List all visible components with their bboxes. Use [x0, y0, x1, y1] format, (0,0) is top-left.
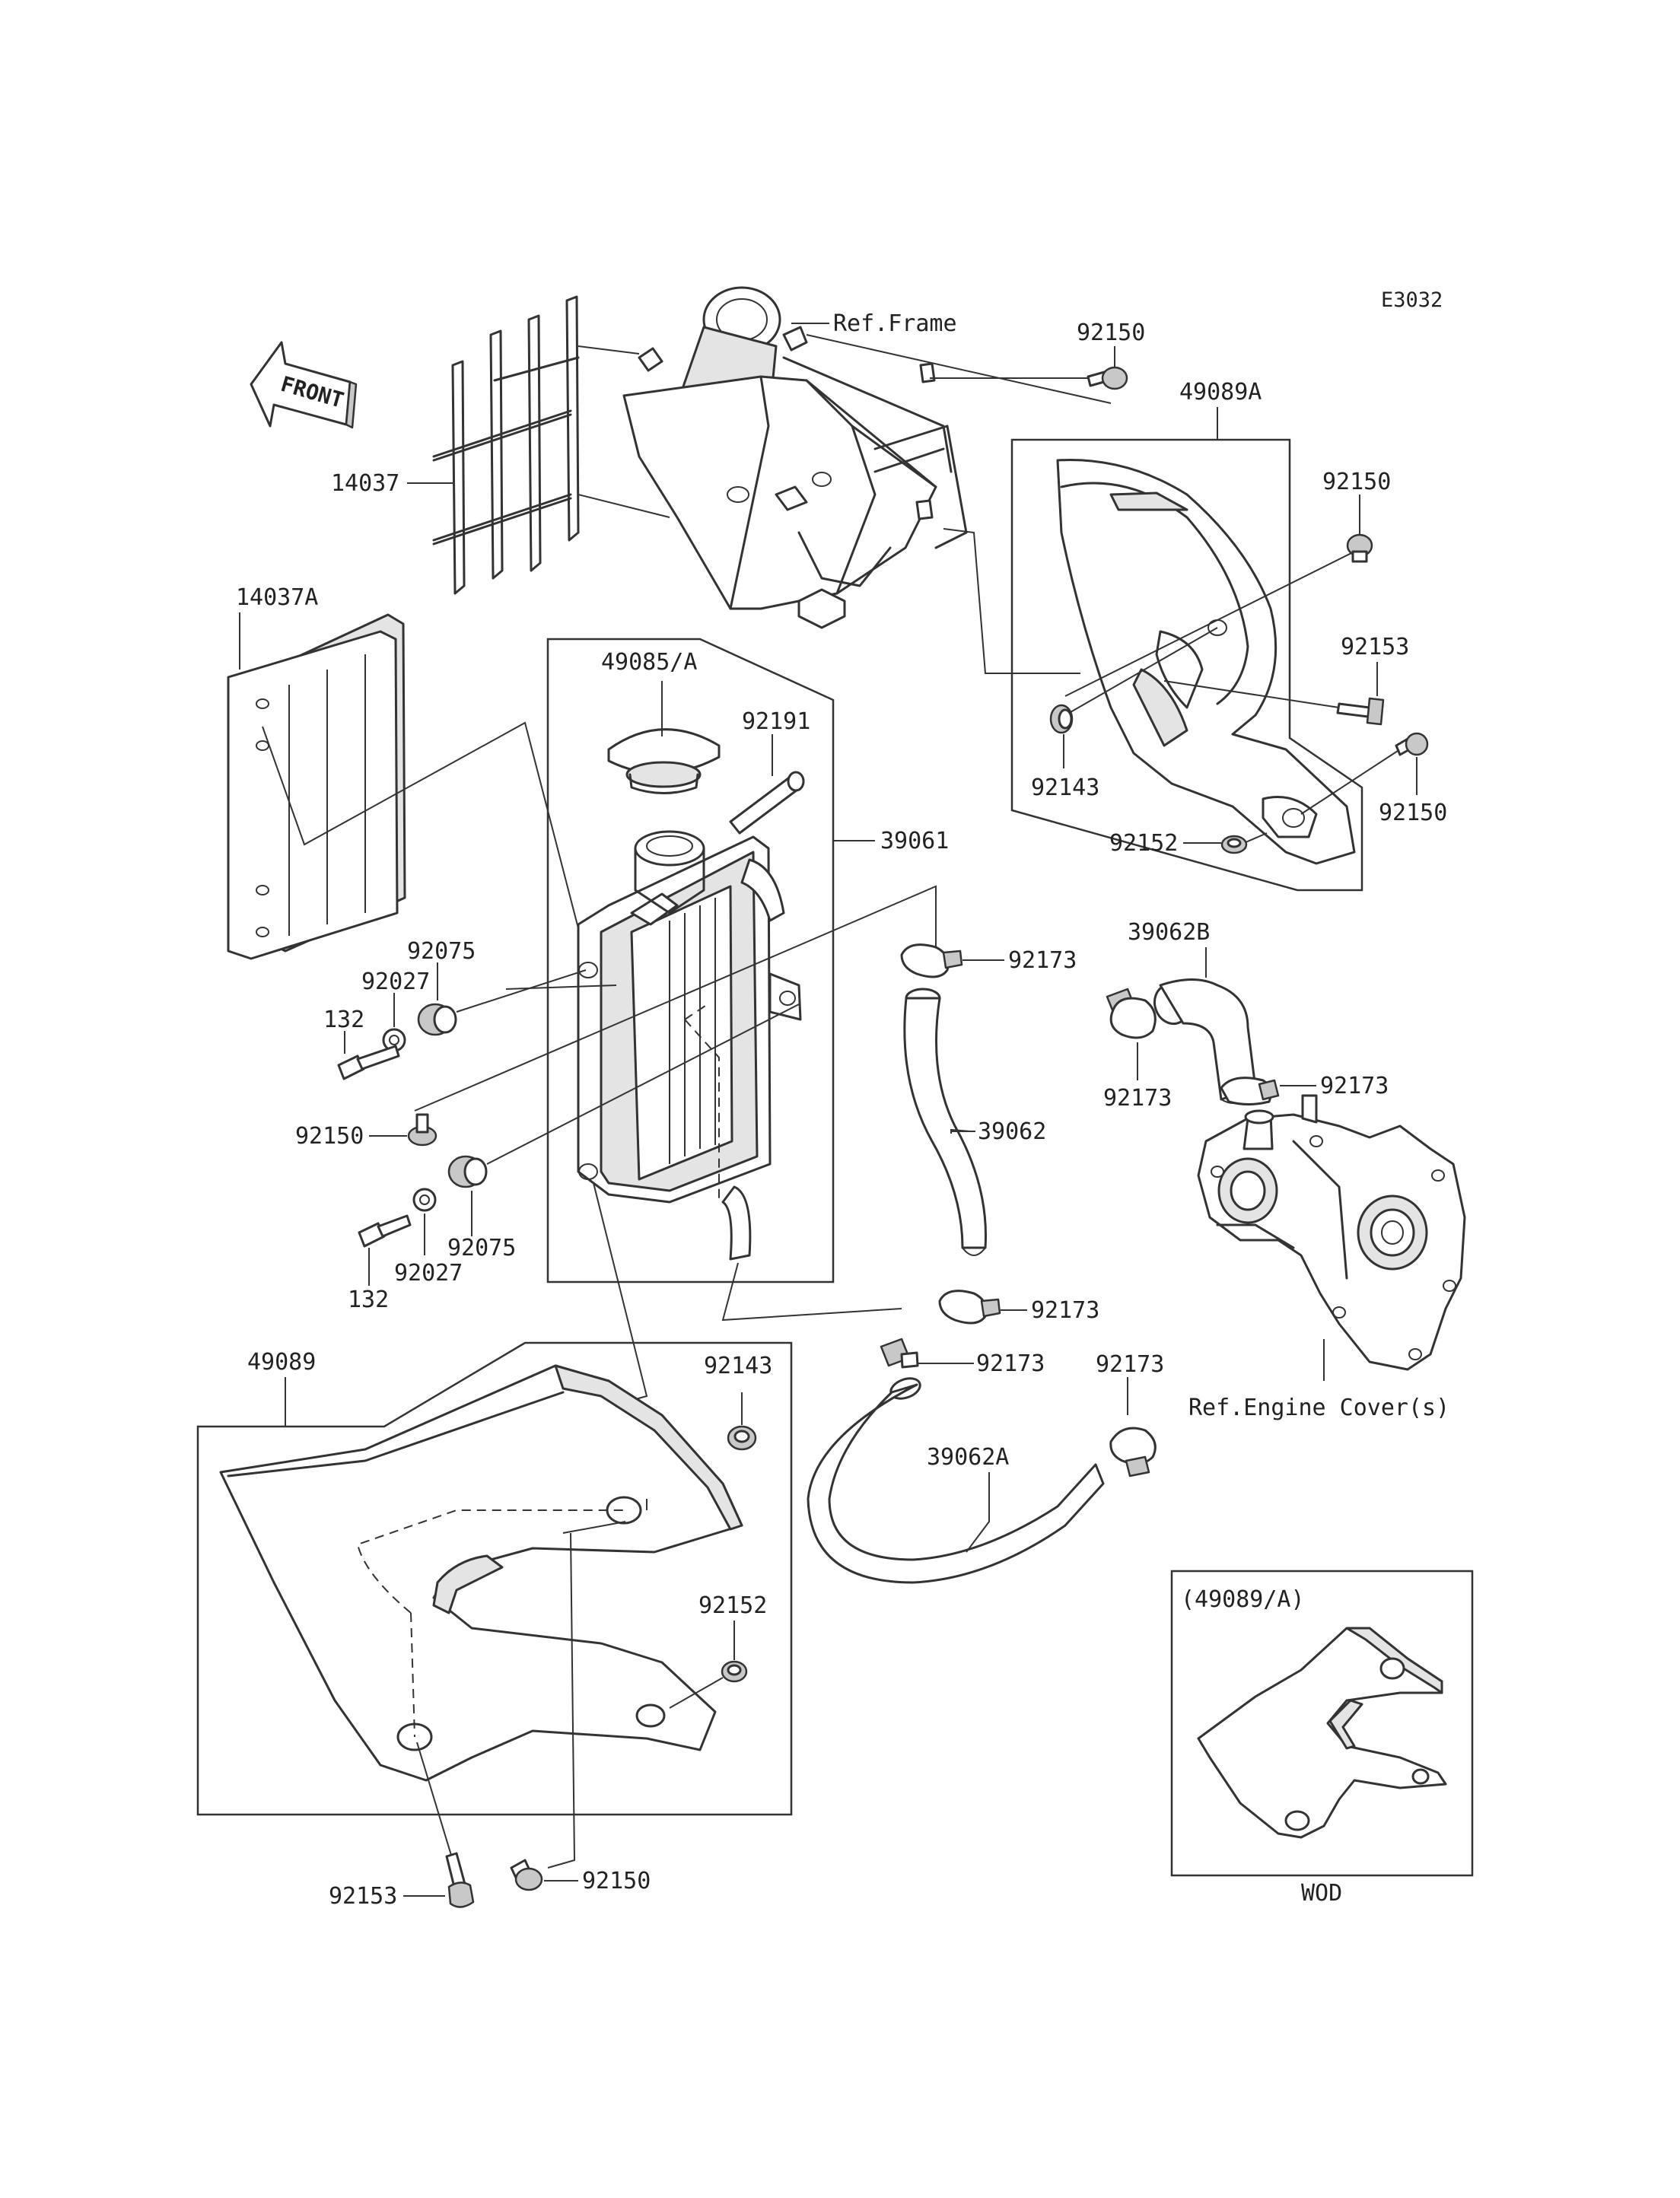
- diagram-code: E3032: [1381, 288, 1443, 312]
- label-49089A: 49089A: [1179, 379, 1262, 406]
- bolt-92150-right-2: [1395, 732, 1429, 756]
- breather-hose-92191: [729, 771, 805, 835]
- bolt-92153-right: [1336, 697, 1385, 726]
- radiator-hose-39062A: [807, 1377, 1105, 1584]
- label-92153-bottom: 92153: [329, 1883, 397, 1910]
- bolt-92150-left: [407, 1113, 438, 1147]
- label-92150-bottom: 92150: [582, 1868, 651, 1894]
- label-92173-e: 92173: [976, 1350, 1045, 1377]
- hose-clamp-92173-f: [1109, 1427, 1157, 1478]
- collar-92027-bottom: [412, 1188, 437, 1212]
- radiator-group-box: [546, 638, 835, 1283]
- hose-clamp-92173-a: [900, 943, 963, 978]
- label-92150-top: 92150: [1077, 320, 1145, 346]
- ref-frame-label: Ref.Frame: [833, 310, 957, 337]
- label-132-top: 132: [323, 1007, 364, 1033]
- label-92027-bottom: 92027: [394, 1260, 463, 1287]
- inset-title: (49089/A): [1181, 1586, 1305, 1613]
- hose-clamp-92173-d: [938, 1290, 1001, 1325]
- hose-clamp-92173-b: [1106, 988, 1157, 1039]
- bolt-92150-bottom: [510, 1859, 543, 1891]
- left-radiator-shroud-49089: [219, 1364, 743, 1782]
- ref-engine-cover-label: Ref.Engine Cover(s): [1188, 1395, 1449, 1421]
- radiator-hose-39062: [903, 988, 987, 1256]
- grommet-92143-left: [727, 1425, 757, 1451]
- inset-box: [1170, 1570, 1474, 1877]
- left-shroud-group-box: [196, 1341, 793, 1816]
- label-92027-top: 92027: [361, 969, 430, 995]
- label-92150-left: 92150: [295, 1123, 364, 1150]
- hose-clamp-92173-c: [1220, 1077, 1280, 1105]
- label-49089: 49089: [247, 1349, 316, 1376]
- label-39061: 39061: [880, 828, 949, 854]
- hose-clamp-92173-e: [880, 1338, 919, 1369]
- bolt-92153-bottom: [445, 1852, 475, 1908]
- bolt-92150-right-1: [1346, 533, 1373, 563]
- radiator-louver-14037: [432, 295, 580, 595]
- radiator-guard-14037A: [227, 613, 406, 960]
- label-132-bottom: 132: [348, 1287, 389, 1313]
- grommet-92075-bottom: [447, 1155, 488, 1188]
- grommet-92152-right: [1220, 835, 1248, 854]
- right-shroud-group-box: [1010, 438, 1363, 892]
- label-92150-right-1: 92150: [1322, 469, 1391, 495]
- label-92173-d: 92173: [1031, 1297, 1099, 1324]
- label-14037A: 14037A: [236, 584, 318, 611]
- label-39062: 39062: [978, 1118, 1046, 1145]
- inset-caption: WOD: [1301, 1880, 1342, 1907]
- inset-shroud-drawing: [1197, 1627, 1447, 1839]
- engine-cover-reference-drawing: [1197, 1094, 1466, 1371]
- label-92075-top: 92075: [407, 938, 476, 965]
- right-radiator-shroud-49089A: [1056, 459, 1356, 865]
- label-39062A: 39062A: [927, 1444, 1009, 1471]
- frame-reference-drawing: [622, 286, 968, 629]
- grommet-92075-top: [417, 1003, 457, 1036]
- label-92143-left: 92143: [704, 1353, 772, 1379]
- label-92173-f: 92173: [1096, 1351, 1164, 1378]
- label-92152-right: 92152: [1109, 830, 1178, 857]
- front-direction-arrow-icon: FRONT: [250, 341, 358, 429]
- label-92075-bottom: 92075: [447, 1235, 516, 1261]
- grommet-92143-right: [1049, 704, 1074, 734]
- label-92173-a: 92173: [1008, 947, 1077, 974]
- label-39062B: 39062B: [1128, 919, 1210, 946]
- label-92150-right-2: 92150: [1379, 800, 1447, 826]
- label-14037: 14037: [331, 470, 399, 497]
- label-49085A: 49085/A: [601, 649, 697, 676]
- radiator-core: [577, 830, 802, 1261]
- label-92153-right: 92153: [1341, 634, 1409, 660]
- label-92152-left: 92152: [698, 1592, 767, 1619]
- label-92173-b: 92173: [1103, 1085, 1172, 1112]
- bolt-92150-top: [1087, 366, 1128, 390]
- bolt-132-top: [337, 1045, 400, 1080]
- radiator-cap-49085A: [607, 728, 721, 794]
- label-92173-c: 92173: [1320, 1073, 1389, 1099]
- grommet-92152-left: [721, 1660, 748, 1683]
- bolt-132-bottom: [358, 1214, 412, 1248]
- label-92191: 92191: [742, 708, 810, 735]
- label-92143-right: 92143: [1031, 775, 1099, 801]
